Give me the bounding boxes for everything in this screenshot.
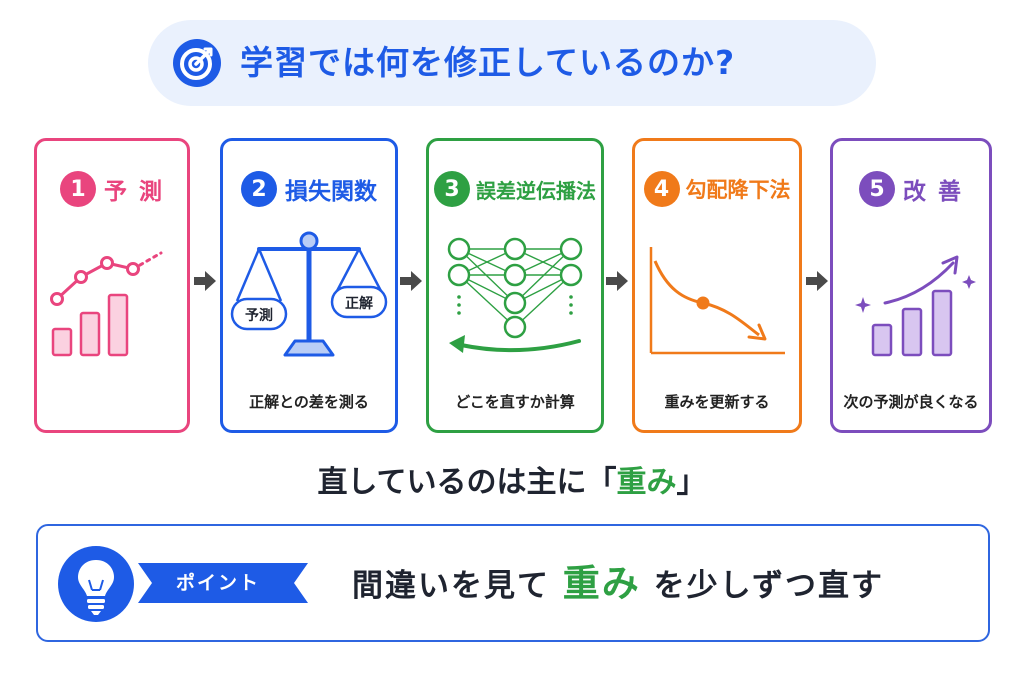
step-title: 誤差逆伝播法 bbox=[476, 178, 596, 203]
line-bar-chart-icon bbox=[50, 251, 163, 357]
step-card-improvement: 5 改 善 次の予測が良くなる bbox=[830, 138, 992, 433]
point-tag-shape bbox=[138, 563, 308, 603]
arrow-right-icon bbox=[194, 271, 216, 291]
summary-suffix: 」 bbox=[676, 465, 707, 500]
step-number: 5 bbox=[858, 171, 895, 207]
descent-curve-icon bbox=[649, 247, 785, 355]
scale-label-correct: 正解 bbox=[345, 295, 373, 312]
step-title: 改 善 bbox=[902, 179, 963, 205]
step-title: 予 測 bbox=[103, 179, 164, 205]
lightbulb-icon bbox=[58, 546, 134, 622]
summary-message: 直しているのは主に「重み」 bbox=[0, 460, 1024, 506]
step-title: 勾配降下法 bbox=[685, 178, 791, 202]
point-suffix: を少しずつ直す bbox=[653, 568, 884, 604]
point-highlight: 重み bbox=[562, 562, 641, 605]
rising-bar-chart-icon bbox=[855, 255, 976, 357]
step-card-backpropagation: 3 誤差逆伝播法 どこを直すか計算 bbox=[426, 138, 604, 433]
step-card-loss-function: 2 損失関数 予測 正解 正解との差を測る bbox=[220, 138, 398, 433]
step-caption: 重みを更新する bbox=[664, 393, 770, 411]
step-card-prediction: 1 予 測 bbox=[34, 138, 190, 433]
point-tag-label: ポイント bbox=[175, 572, 260, 594]
point-prefix: 間違いを見て bbox=[352, 568, 550, 604]
step-number: 4 bbox=[643, 171, 680, 207]
step-number: 2 bbox=[241, 171, 277, 207]
summary-prefix: 直しているのは主に「 bbox=[317, 465, 617, 500]
balance-scale-icon: 予測 正解 bbox=[230, 231, 388, 357]
arrow-right-icon bbox=[806, 271, 828, 291]
step-card-gradient-descent: 4 勾配降下法 重みを更新する bbox=[632, 138, 802, 433]
arrow-right-icon bbox=[606, 271, 628, 291]
step-number: 3 bbox=[434, 171, 470, 207]
page-title: 学習では何を修正しているのか? bbox=[240, 43, 736, 82]
step-number: 1 bbox=[59, 171, 96, 207]
step-caption: どこを直すか計算 bbox=[455, 393, 575, 411]
step-caption: 次の予測が良くなる bbox=[843, 393, 979, 411]
neural-network-icon bbox=[447, 237, 583, 353]
point-message: 間違いを見て 重み を少しずつ直す bbox=[352, 556, 884, 612]
step-title: 損失関数 bbox=[285, 179, 377, 205]
arrow-right-icon bbox=[400, 271, 422, 291]
step-caption: 正解との差を測る bbox=[249, 393, 369, 411]
summary-highlight: 重み bbox=[616, 465, 677, 500]
target-icon bbox=[173, 39, 221, 87]
scale-label-prediction: 予測 bbox=[245, 307, 273, 324]
title-banner bbox=[148, 20, 876, 106]
